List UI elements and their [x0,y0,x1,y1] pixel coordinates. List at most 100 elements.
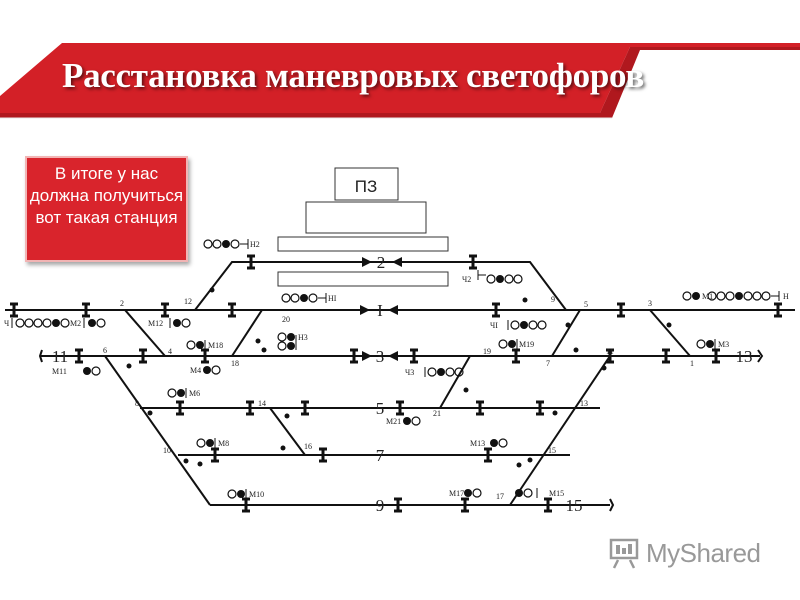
switch-7: 7 [546,359,550,368]
track-2 [194,261,567,311]
crossover-21 [439,355,471,409]
switch-19: 19 [483,347,491,356]
signal-NI [281,293,327,303]
ladder-right-b [509,355,611,506]
building-label: ПЗ [355,177,378,196]
label-Ch3: Ч3 [405,368,414,377]
switch-1: 1 [690,359,694,368]
platform-lower [277,271,449,287]
switch-4: 4 [168,347,172,356]
switch-20: 20 [282,315,290,324]
signal-N3 [277,332,297,351]
track-label-15: 15 [566,496,583,515]
signal-labels: Н2 Ч2 НI ЧI Н3 Ч3 Ч Н М2 М12 М18 М4 М11 … [4,240,789,499]
switch-21: 21 [433,409,441,418]
signal-M21 [403,416,421,426]
switch-8: 8 [135,399,139,408]
signal-M18 [186,340,206,350]
label-Ch2: Ч2 [462,275,471,284]
track-label-2: 2 [377,253,386,272]
switch-10: 10 [163,446,171,455]
switch-18: 18 [231,359,239,368]
switch-16: 16 [304,442,312,451]
signal-M10 [227,489,247,499]
platform-upper [305,201,427,234]
signal-N2 [203,239,249,249]
signal-M13b [490,438,508,448]
track-label-3: 3 [376,347,385,366]
signal-Ch-left [11,318,70,328]
logo-text: MyShared [646,538,761,568]
track-label-13: 13 [736,347,753,366]
track-label-5: 5 [376,399,385,418]
label-M17: М17 [449,489,464,498]
signal-M17 [464,488,482,498]
label-M21: М21 [386,417,401,426]
end-stop-left [38,349,43,363]
label-M6: М6 [189,389,200,398]
signal-M4 [203,365,221,375]
signal-M11 [83,366,101,376]
signal-Ch3 [424,367,464,377]
switch-12: 12 [184,297,192,306]
label-M8: М8 [218,439,229,448]
ladder-right-a [649,309,691,357]
page-title: Расстановка маневровых светофоров [62,56,644,95]
signal-N-right [682,291,780,301]
signal-M8 [196,438,216,448]
arrow-track-3-right [362,351,372,361]
myshared-logo-icon [609,538,639,569]
title-banner [0,43,800,119]
crossover-9 [551,309,581,357]
signal-ChI [507,320,547,330]
arrow-track-I-right [360,305,370,315]
switch-14: 14 [258,399,266,408]
switch-9: 9 [551,295,555,304]
arrow-track-3-left [388,351,398,361]
label-M10: М10 [249,490,264,499]
arrow-track-2-right [362,257,372,267]
signal-Ch2 [477,270,523,284]
crossover-14 [269,407,306,456]
signal-M15 [515,488,538,498]
label-M11: М11 [52,367,67,376]
building-rect [334,167,399,201]
ladder-left-b [104,355,211,506]
label-N: Н [783,292,789,301]
label-NI: НI [328,294,337,303]
switch-3: 3 [648,299,652,308]
arrow-track-I-left [388,305,398,315]
switch-2: 2 [120,299,124,308]
label-M12: М12 [148,319,163,328]
label-Ch: Ч [4,319,9,328]
platform-middle [277,236,449,252]
signal-M13 [696,339,716,349]
arrow-track-2-left [392,257,402,267]
label-M19: М19 [519,340,534,349]
track-label-9: 9 [376,496,385,515]
label-M4: М4 [190,366,201,375]
switch-6: 6 [103,346,107,355]
track-label-11: 11 [52,347,68,366]
label-M13b: М13 [470,439,485,448]
label-N3: Н3 [298,333,308,342]
switch-5: 5 [584,300,588,309]
label-M18: М18 [208,341,223,350]
crossover-20 [231,309,263,357]
signal-M12 [169,318,191,328]
ladder-left-a [124,309,166,357]
switch-15: 15 [548,446,556,455]
track-label-I: I [377,301,383,320]
label-M3: М3 [718,340,729,349]
label-N2: Н2 [250,240,260,249]
label-M15: М15 [549,489,564,498]
label-ChI: ЧI [490,321,498,330]
track-label-7: 7 [376,446,385,465]
switch-17: 17 [496,492,504,501]
end-stop-15 [609,498,615,512]
label-M1: М1 [702,292,713,301]
switch-13: 13 [580,399,588,408]
signal-M2 [83,318,106,328]
switch-numbers: 2 12 20 18 4 6 8 10 14 16 9 5 3 1 7 11 1… [103,295,694,501]
